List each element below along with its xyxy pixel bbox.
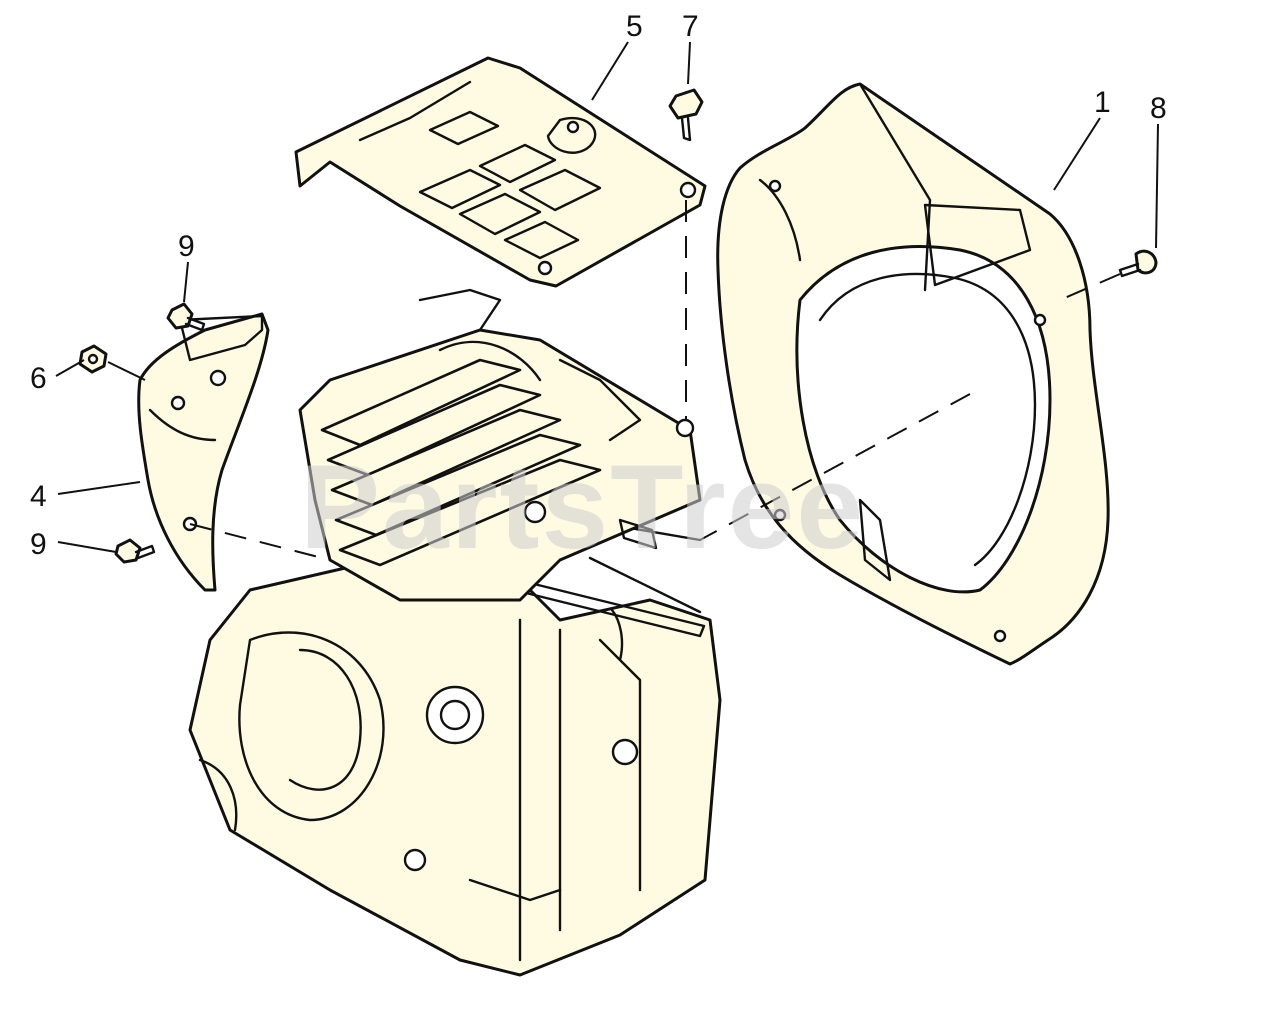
screw-9-lower[interactable]: [114, 538, 156, 564]
callout-5: 5: [626, 10, 643, 43]
callout-8: 8: [1150, 92, 1167, 125]
engine-block[interactable]: [188, 288, 722, 977]
callout-labels: 5 7 1 8 9 6 4 9: [30, 10, 1167, 561]
bolt-7[interactable]: [668, 88, 704, 142]
watermark-text: PartsTree: [300, 440, 865, 574]
callout-9-lower: 9: [30, 528, 47, 561]
assembly-lines: [189, 200, 1121, 561]
air-guide[interactable]: [137, 312, 270, 592]
cylinder-shield[interactable]: [294, 56, 707, 288]
screw-9-upper[interactable]: [166, 302, 206, 332]
callout-4: 4: [30, 480, 47, 513]
blower-housing[interactable]: [716, 82, 1110, 666]
leader-lines: [55, 41, 1159, 553]
callout-7: 7: [682, 10, 699, 43]
callout-6: 6: [30, 362, 47, 395]
callout-1: 1: [1094, 86, 1111, 119]
callout-9-upper: 9: [178, 230, 195, 263]
nut-6[interactable]: [78, 344, 108, 374]
screw-8[interactable]: [1118, 249, 1158, 278]
